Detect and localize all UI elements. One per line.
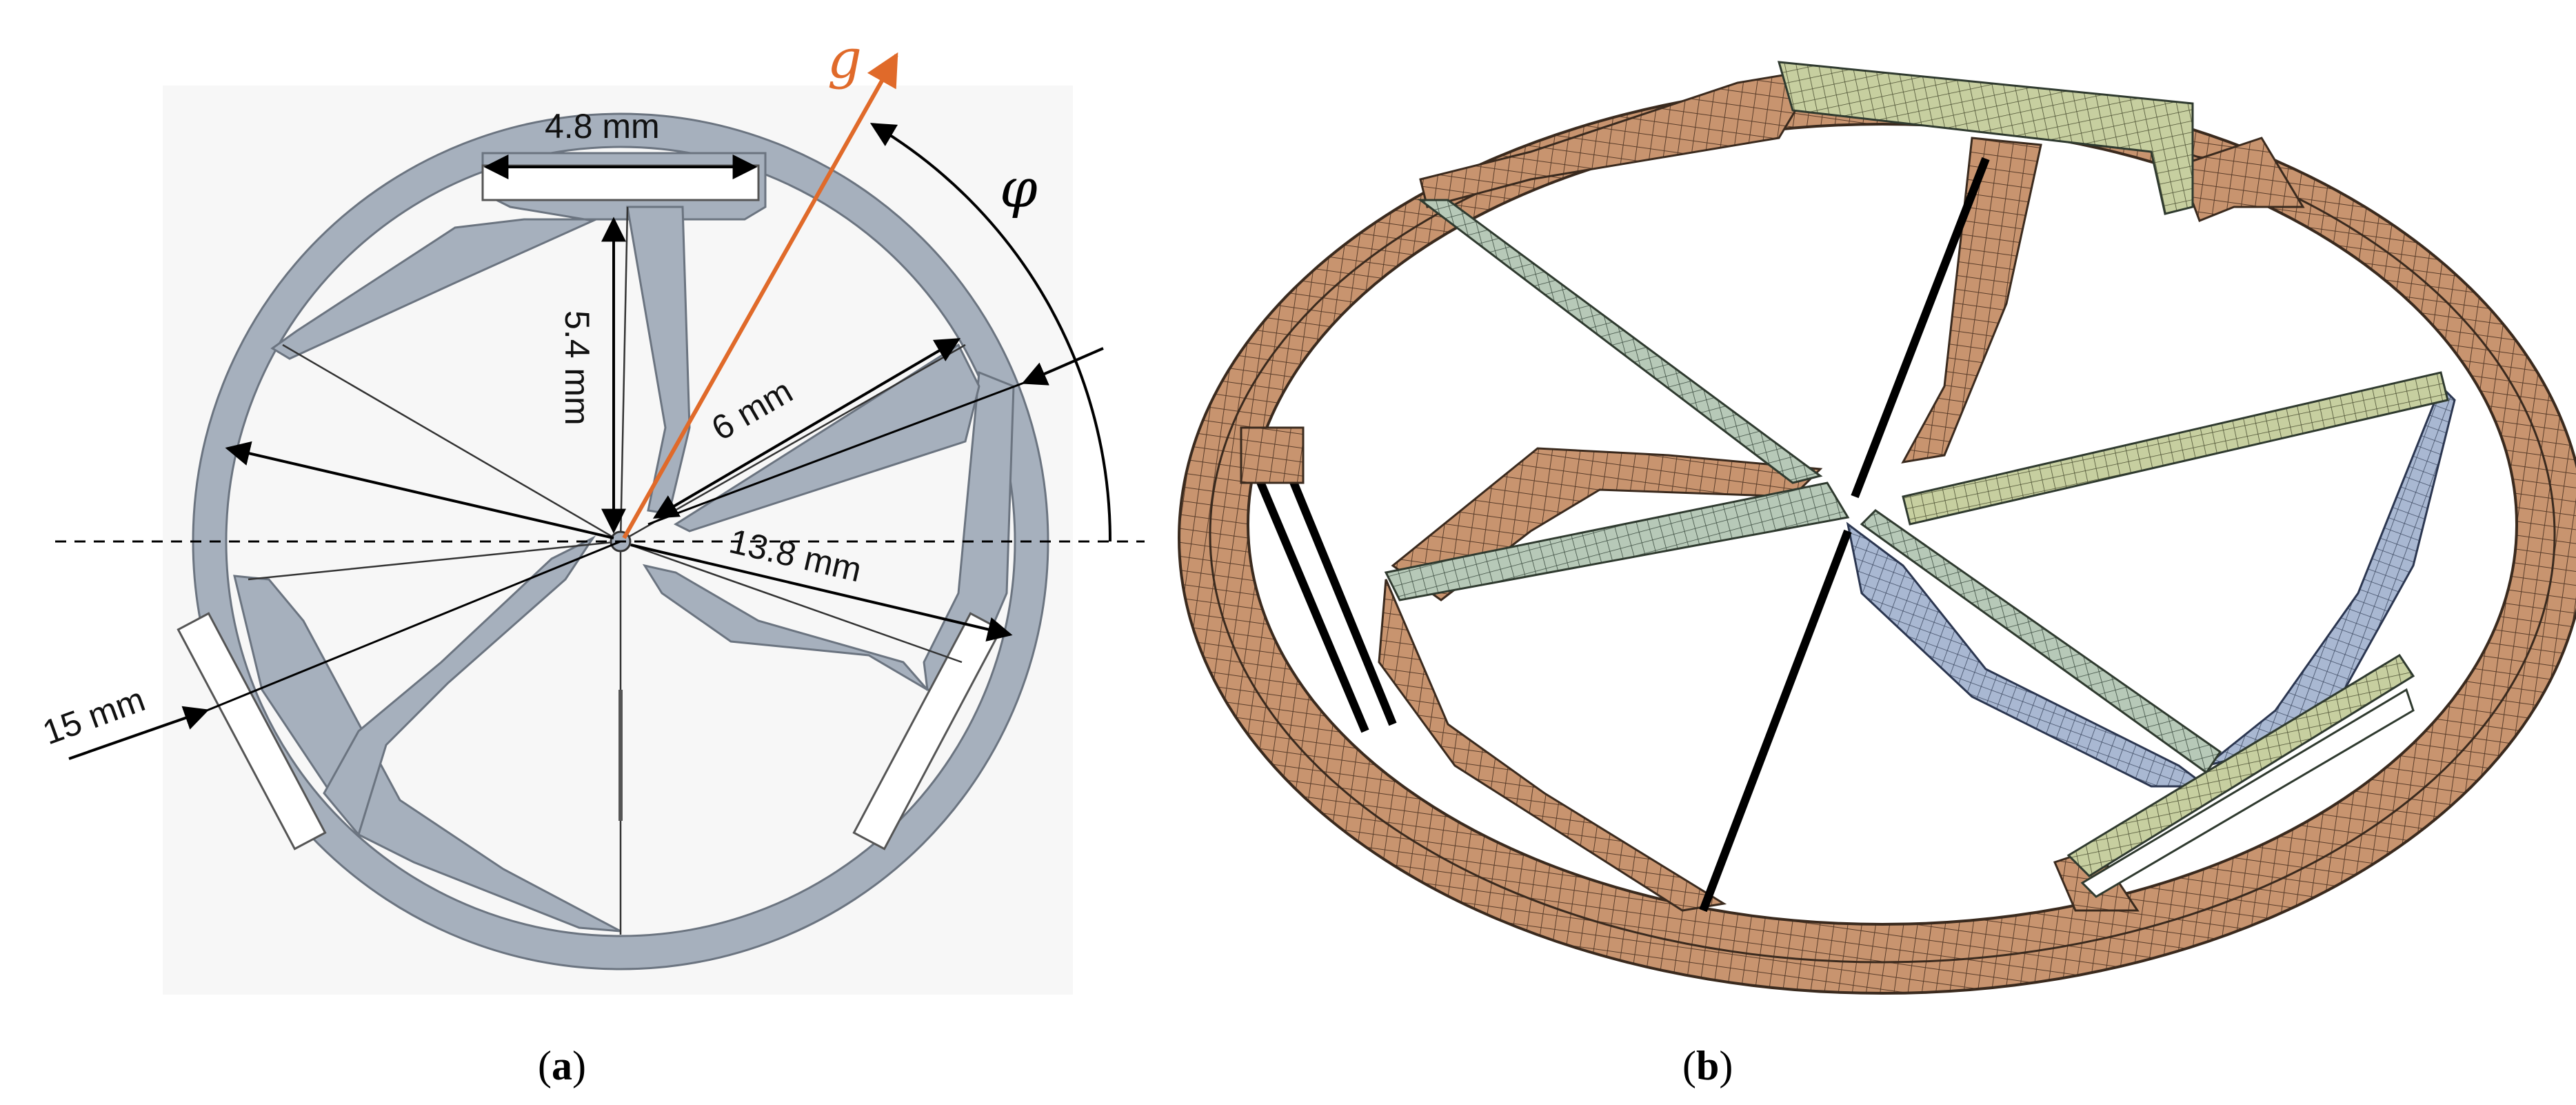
- mesh-black-spokes: [1251, 157, 1990, 913]
- angle-arc: [869, 123, 1112, 542]
- left-radius-arrow: [225, 441, 614, 539]
- mesh-bars: [1384, 61, 2449, 898]
- gravity-symbol: g: [827, 28, 862, 90]
- panel-a: 4.8 mm 5.4 mm 6 mm 13.8 mm 15 mm g φ: [38, 28, 1145, 995]
- dim-top-width-label: 4.8 mm: [545, 107, 660, 146]
- gravity-vector: [622, 52, 898, 539]
- mesh-left-slot: [1240, 426, 1305, 484]
- outer-radial-arrow: [1021, 347, 1104, 386]
- caption-b: (b): [1682, 1043, 1733, 1088]
- panel-b: [1178, 61, 2576, 995]
- mesh-copper-arms: [1378, 67, 2305, 912]
- dim-inner-radius-line: [652, 338, 961, 519]
- dim-radial-length-label: 5.4 mm: [558, 310, 596, 426]
- caption-a: (a): [538, 1043, 586, 1088]
- dim-ring-outer-label: 15 mm: [38, 679, 150, 752]
- outer-radial-leader: [647, 381, 1025, 526]
- dim-ring-inner-line: [630, 544, 1013, 642]
- dim-ring-outer-leader: [206, 540, 621, 712]
- dim-ring-outer-line: [68, 706, 210, 760]
- angle-symbol: φ: [1000, 158, 1038, 220]
